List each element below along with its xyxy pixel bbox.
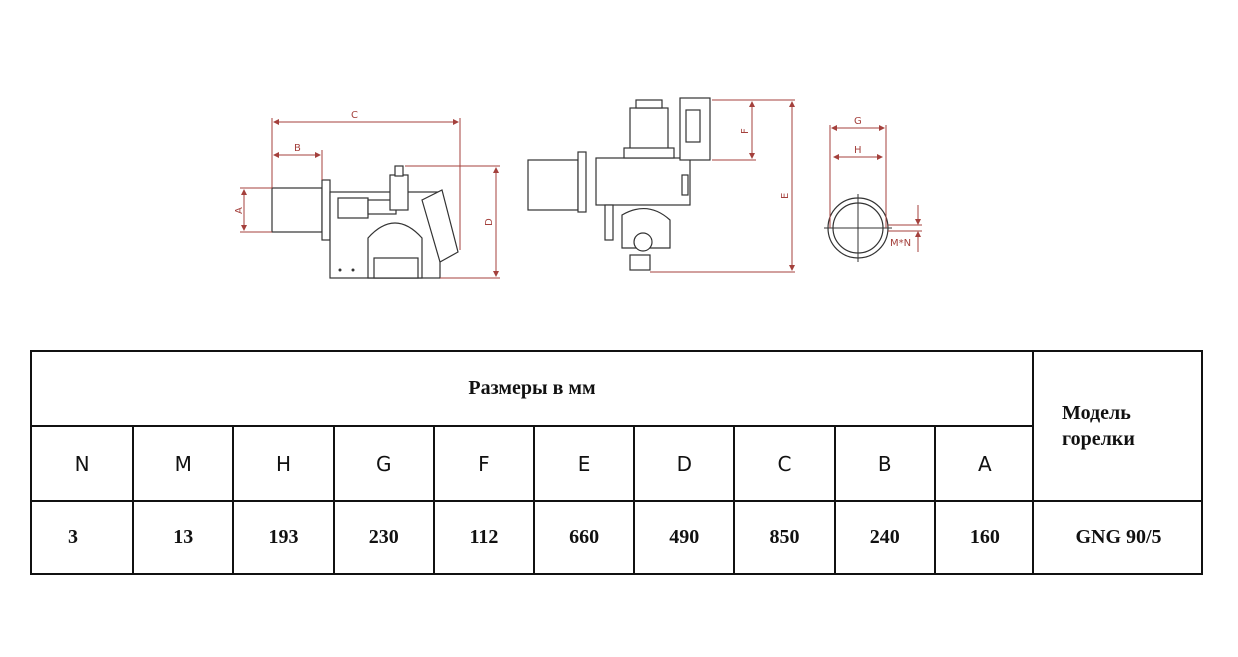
front-view: F E xyxy=(527,97,795,273)
column-header-h: H xyxy=(232,427,332,500)
table-cell-d: 490 xyxy=(633,502,733,573)
table-cell-h: 193 xyxy=(232,502,332,573)
side-view: C B A D xyxy=(234,110,500,279)
dim-label-mn: M*N xyxy=(890,238,911,249)
table-cell-c: 850 xyxy=(733,502,833,573)
dim-label-f: F xyxy=(740,128,751,134)
column-header-c: C xyxy=(733,427,833,500)
column-header-f: F xyxy=(432,427,533,500)
dim-label-c: C xyxy=(351,110,358,121)
dim-label-a: A xyxy=(234,207,245,214)
dim-label-d: D xyxy=(484,218,495,226)
column-header-e: E xyxy=(533,427,633,500)
column-header-n: N xyxy=(74,451,90,476)
table-cell-n: 3 xyxy=(68,526,78,548)
column-header-a: A xyxy=(933,427,1034,500)
model-header: Модель горелки xyxy=(1032,352,1203,500)
table-title: Размеры в мм xyxy=(468,377,596,399)
table-cell-b: 240 xyxy=(833,502,934,573)
table-cell-m: 13 xyxy=(132,502,232,573)
table-cell-f: 112 xyxy=(432,502,533,573)
column-header-g: G xyxy=(332,427,433,500)
model-cell: GNG 90/5 xyxy=(1032,502,1203,573)
dim-label-h: H xyxy=(854,145,862,156)
column-header-d: D xyxy=(633,427,733,500)
column-header-b: B xyxy=(833,427,934,500)
burner-dimension-drawing: C B A D F E G H xyxy=(234,97,922,279)
dim-label-e: E xyxy=(780,193,791,199)
flange-view: G H M*N xyxy=(824,116,922,262)
table-cell-a: 160 xyxy=(933,502,1034,573)
column-header-m: M xyxy=(132,427,232,500)
table-cell-e: 660 xyxy=(533,502,633,573)
table-cell-g: 230 xyxy=(332,502,433,573)
dim-label-g: G xyxy=(854,116,862,127)
dim-label-b: B xyxy=(294,143,301,154)
